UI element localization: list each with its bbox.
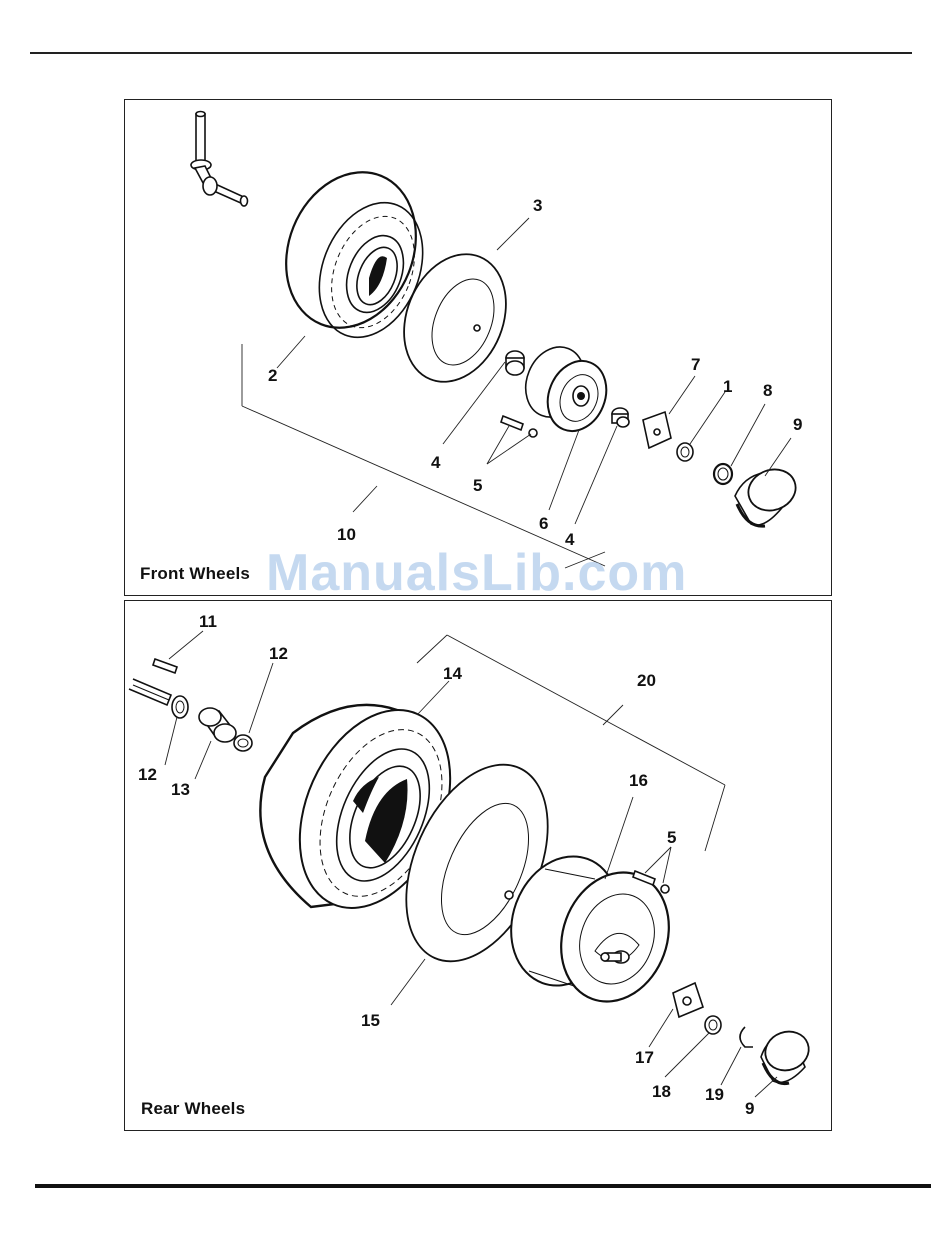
front-wheels-caption: Front Wheels [140, 564, 250, 584]
callout-1: 1 [723, 377, 732, 396]
steering-spindle [191, 112, 248, 207]
rear-wheels-panel: 11 12 14 20 12 13 16 5 15 17 18 19 9 Rea… [124, 600, 832, 1131]
rear-retaining-clip [740, 1027, 753, 1047]
callout-9: 9 [793, 415, 802, 434]
callout-18: 18 [652, 1082, 671, 1101]
callout-17: 17 [635, 1048, 654, 1067]
front-washer [677, 443, 693, 461]
top-rule [30, 52, 912, 54]
callout-4: 4 [431, 453, 441, 472]
bottom-rule [35, 1184, 931, 1188]
rear-wheels-diagram: 11 12 14 20 12 13 16 5 15 17 18 19 9 [125, 601, 831, 1130]
callout-14: 14 [443, 664, 462, 683]
watermark: ManualsLib.com [266, 543, 687, 603]
callout-12: 12 [138, 765, 157, 784]
callout-2: 2 [268, 366, 277, 385]
front-bushing-left [506, 351, 524, 375]
callout-15: 15 [361, 1011, 380, 1030]
callout-8: 8 [763, 381, 772, 400]
rear-spacer [199, 708, 236, 742]
front-rim [516, 338, 617, 440]
callout-20: 20 [637, 671, 656, 690]
callout-19: 19 [705, 1085, 724, 1104]
front-wheels-diagram: 3 2 7 1 8 9 4 5 6 10 4 [125, 100, 831, 595]
callout-13: 13 [171, 780, 190, 799]
front-hub-cap [735, 463, 801, 526]
callout-3: 3 [533, 196, 542, 215]
callout-9: 9 [745, 1099, 754, 1118]
callout-5: 5 [667, 828, 676, 847]
callout-10: 10 [337, 525, 356, 544]
rear-hub-cap [760, 1026, 814, 1084]
rear-washer [705, 1016, 721, 1034]
callout-7: 7 [691, 355, 700, 374]
rear-washer-right [234, 735, 252, 751]
rear-washer-left [172, 696, 188, 718]
callout-5: 5 [473, 476, 482, 495]
callout-6: 6 [539, 514, 548, 533]
rear-wheels-caption: Rear Wheels [141, 1099, 245, 1119]
front-bushing-right [612, 408, 629, 427]
front-wheels-panel: 3 2 7 1 8 9 4 5 6 10 4 Front Wheels [124, 99, 832, 596]
rear-axle-key [129, 659, 177, 705]
front-retaining-ring [714, 464, 732, 484]
front-valve-stem [501, 416, 537, 437]
callout-11: 11 [199, 612, 217, 631]
callout-12: 12 [269, 644, 288, 663]
callout-16: 16 [629, 771, 648, 790]
